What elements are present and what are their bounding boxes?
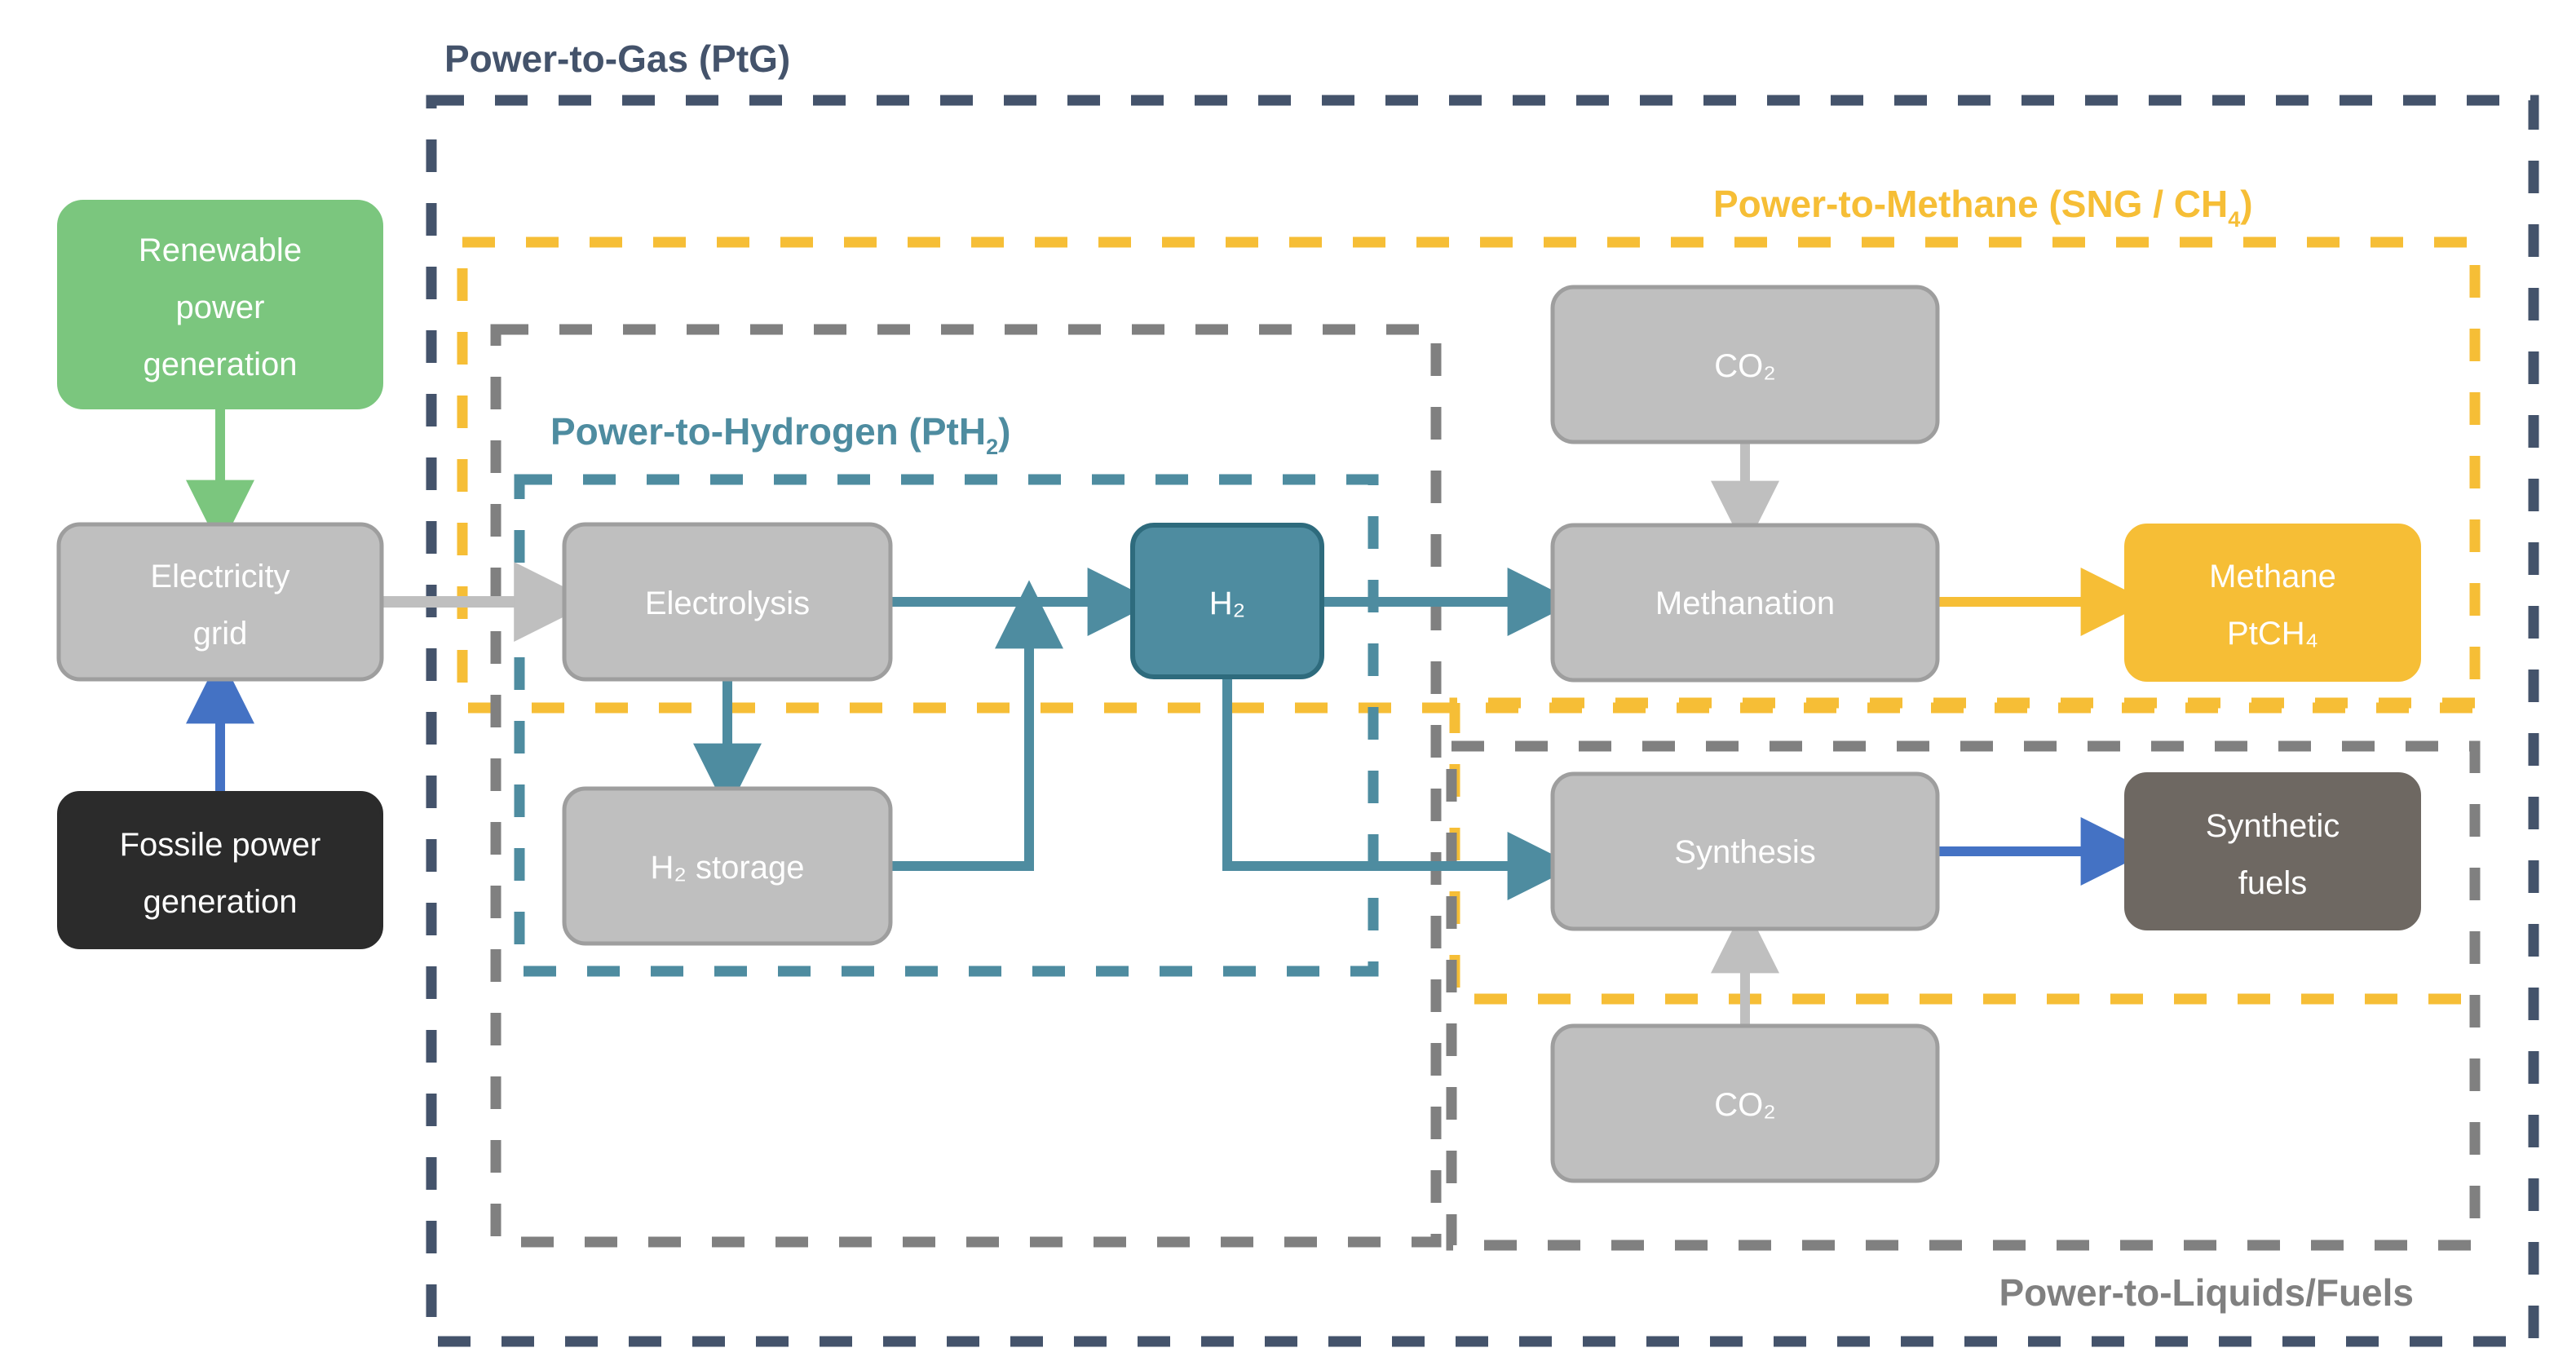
power-to-hydrogen-inner-container (514, 474, 1379, 977)
methanation-label: Methanation (1655, 586, 1835, 621)
storage-to-hydrogen-arrow (890, 580, 1063, 871)
group-containers (426, 95, 2539, 1347)
electricity-grid-node[interactable]: Electricity grid (56, 522, 384, 682)
hydrogen-node[interactable]: H₂ (1130, 523, 1324, 679)
ptm-title-sub: 4 (2228, 207, 2240, 232)
renewable-line2: power (176, 289, 265, 325)
methane-line1: Methane (2209, 559, 2336, 594)
fossil-power-generation-node[interactable]: Fossile power generation (57, 791, 383, 949)
power-to-hydrogen-title: Power-to-Hydrogen (PtH2) (550, 410, 1010, 459)
electrolysis-label: Electrolysis (645, 586, 810, 621)
methane-ptch4-node[interactable]: Methane PtCH₄ (2124, 524, 2421, 682)
power-to-hydrogen-outer-container (490, 324, 1442, 1248)
hydrogen-storage-node[interactable]: H₂ storage (562, 786, 893, 946)
pth2-title-part3: ) (998, 410, 1010, 453)
co2-synthesis-node[interactable]: CO₂ (1550, 1023, 1940, 1183)
co2-top-label: CO₂ (1714, 348, 1776, 384)
h2-storage-label: H₂ storage (651, 850, 805, 886)
fossil-line2: generation (143, 884, 297, 920)
grid-line1: Electricity (150, 559, 289, 594)
power-to-liquids-title: Power-to-Liquids/Fuels (1999, 1271, 2414, 1314)
nodes: Renewable power generation Electricity g… (56, 200, 2421, 1183)
synthetic-fuels-line1: Synthetic (2206, 808, 2340, 844)
power-to-liquids-container (1446, 740, 2481, 1251)
power-to-methane-container (457, 236, 2481, 714)
synthetic-fuels-node[interactable]: Synthetic fuels (2124, 772, 2421, 930)
electrolysis-node[interactable]: Electrolysis (562, 522, 893, 682)
synthesis-label: Synthesis (1674, 834, 1815, 870)
co2-bottom-label: CO₂ (1714, 1087, 1776, 1123)
synthetic-fuels-line2: fuels (2238, 865, 2308, 901)
renewable-line3: generation (143, 347, 297, 382)
renewable-power-generation-node[interactable]: Renewable power generation (57, 200, 383, 409)
pth2-title-part1: Power-to-Hydrogen (PtH (550, 410, 986, 453)
hydrogen-label: H₂ (1209, 586, 1245, 621)
synthesis-node[interactable]: Synthesis (1550, 771, 1940, 931)
renewable-line1: Renewable (139, 232, 302, 268)
ptm-title-part3: ) (2240, 183, 2252, 225)
ptm-title-part1: Power-to-Methane (SNG / CH (1713, 183, 2228, 225)
grid-line2: grid (193, 616, 248, 652)
methanation-node[interactable]: Methanation (1550, 523, 1940, 683)
methane-line2: PtCH₄ (2227, 616, 2318, 652)
pth2-title-sub: 2 (986, 435, 998, 459)
connectors (186, 408, 2150, 1026)
power-to-gas-container (426, 95, 2539, 1347)
power-to-methane-title: Power-to-Methane (SNG / CH4) (1713, 183, 2253, 232)
hydrogen-to-synthesis-arrow (1222, 677, 1576, 900)
group-titles: Power-to-Gas (PtG) Power-to-Methane (SNG… (444, 38, 2414, 1314)
power-to-gas-title: Power-to-Gas (PtG) (444, 38, 790, 80)
co2-methanation-node[interactable]: CO₂ (1550, 285, 1940, 444)
fossil-line1: Fossile power (120, 827, 321, 863)
